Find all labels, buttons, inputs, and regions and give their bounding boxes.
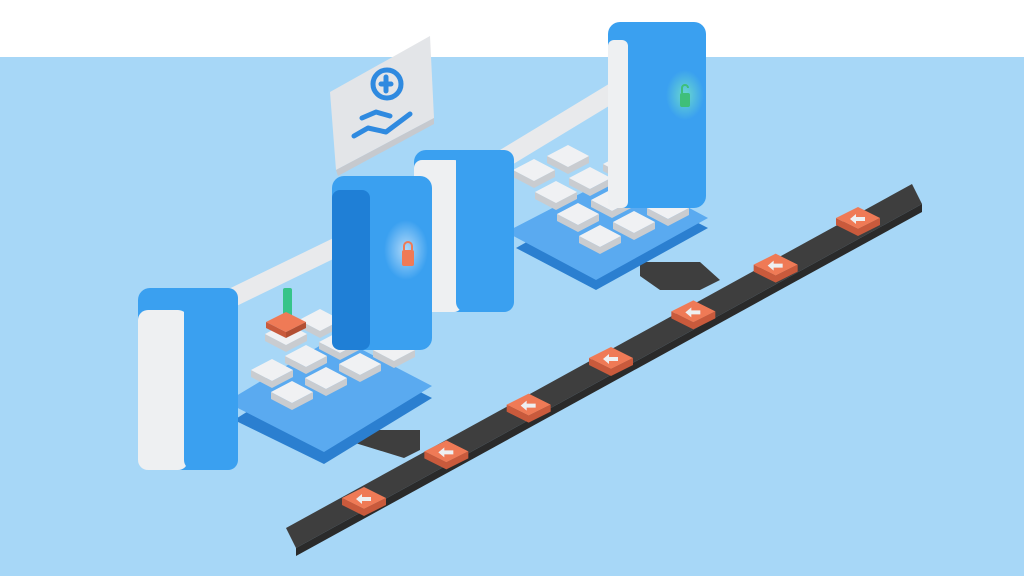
arrow-icon [850,214,865,224]
front-station [138,176,432,470]
back-right-tower [608,22,706,208]
key [251,359,293,388]
hand-coin-icon [351,67,413,139]
key [271,381,313,410]
key [613,211,655,240]
arrow-icon [356,494,371,504]
unlock-icon [680,84,690,107]
front-rail [206,230,360,316]
key [569,167,611,196]
front-right-tower [332,176,432,350]
key [285,345,327,374]
key [547,145,589,174]
key [305,367,347,396]
key [513,159,555,188]
package [342,487,386,516]
arrow-icon [520,400,536,411]
key [557,203,599,232]
key [339,353,381,382]
package [836,207,880,236]
package [589,347,633,376]
lock-icon [402,241,414,266]
package [424,440,469,470]
arrow-icon [603,354,618,364]
arrow-icon [685,307,701,318]
front-left-tower [138,288,238,470]
package [671,300,716,330]
arrow-icon [767,260,783,271]
package [506,393,551,423]
key [535,181,577,210]
package-group [342,207,880,516]
arrow-icon [438,447,454,458]
key [579,225,621,254]
package [753,253,798,283]
floating-sign [330,36,434,176]
back-station [414,22,708,312]
selected-key [266,288,306,338]
back-rail [500,76,632,166]
